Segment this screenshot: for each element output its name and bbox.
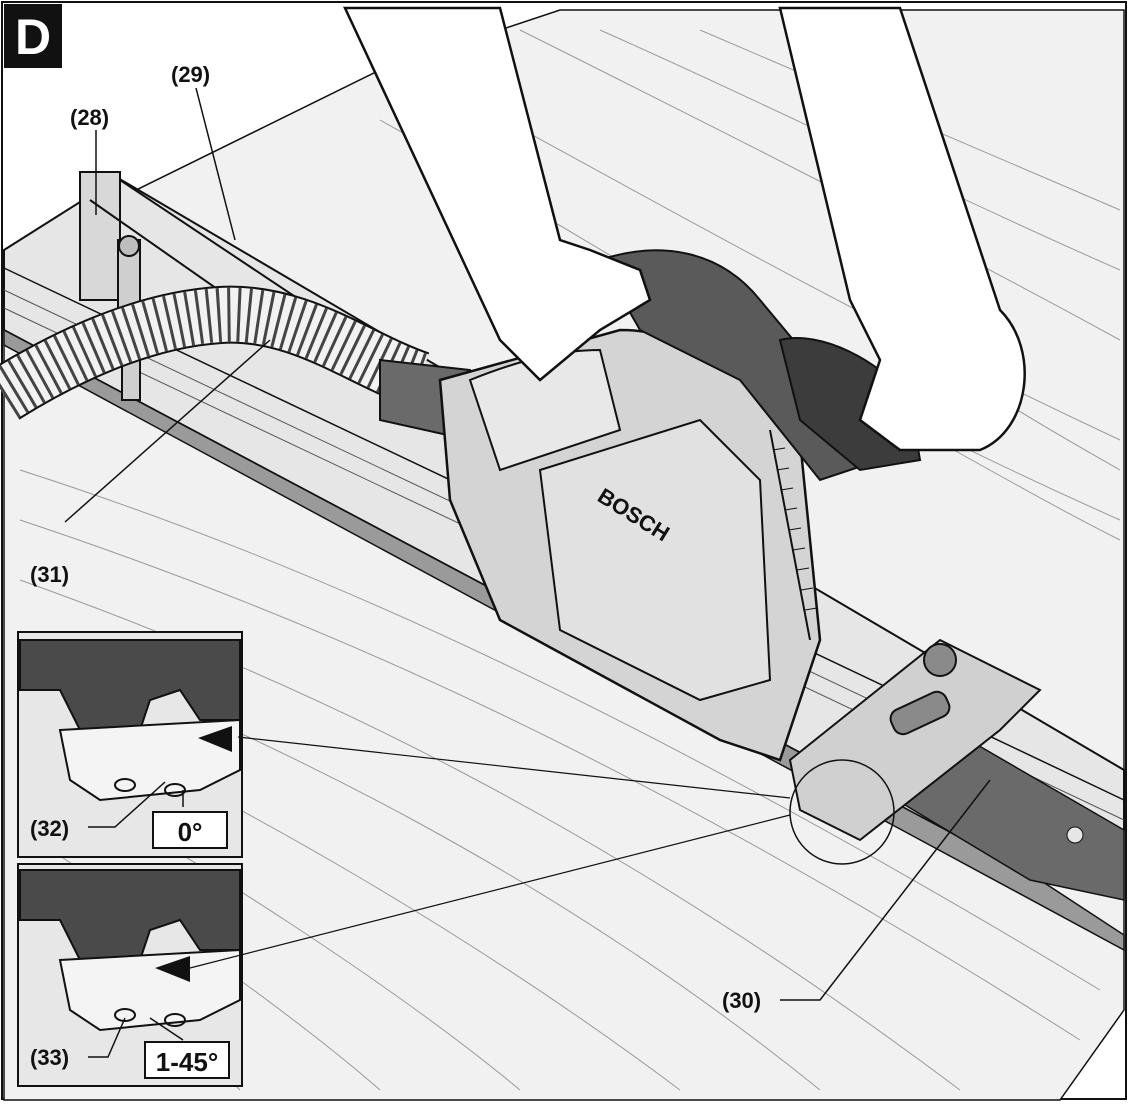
- extraction-hose: [0, 285, 471, 442]
- callout-28: (28): [70, 105, 109, 130]
- rail-clamp-bracket: [79, 171, 331, 401]
- callout-32: (32): [30, 816, 69, 841]
- leader-lines: [64, 87, 991, 1058]
- inset-0-degree-drawing: [19, 639, 241, 802]
- angle-label-0: 0°: [178, 817, 203, 847]
- detail-magnifier-circle: [789, 759, 895, 865]
- callout-33: (33): [30, 1045, 69, 1070]
- connector-line-lower: [189, 814, 791, 969]
- depth-scale: [769, 429, 818, 641]
- hands: [343, 6, 1026, 452]
- panel-letter-badge: [4, 4, 62, 68]
- left-hand: [343, 6, 652, 382]
- callout-29: (29): [171, 62, 210, 87]
- inset-1-45-degree-drawing: [19, 869, 241, 1032]
- pointer-arrow-0: [198, 726, 232, 752]
- angle-label-1-45: 1-45°: [156, 1047, 218, 1077]
- plunge-saw: BOSCH: [438, 249, 1042, 842]
- right-hand: [778, 6, 1026, 452]
- blade-guard: [538, 418, 772, 702]
- callout-31: (31): [30, 562, 69, 587]
- panel-letter: D: [15, 9, 51, 65]
- angle-box-0: [152, 811, 228, 849]
- connector-line-upper: [237, 736, 791, 799]
- pointer-arrow-1-45: [155, 956, 190, 982]
- callout-30: (30): [722, 988, 761, 1013]
- angle-box-1-45: [144, 1041, 230, 1079]
- saw-baseplate-front: [788, 638, 1042, 842]
